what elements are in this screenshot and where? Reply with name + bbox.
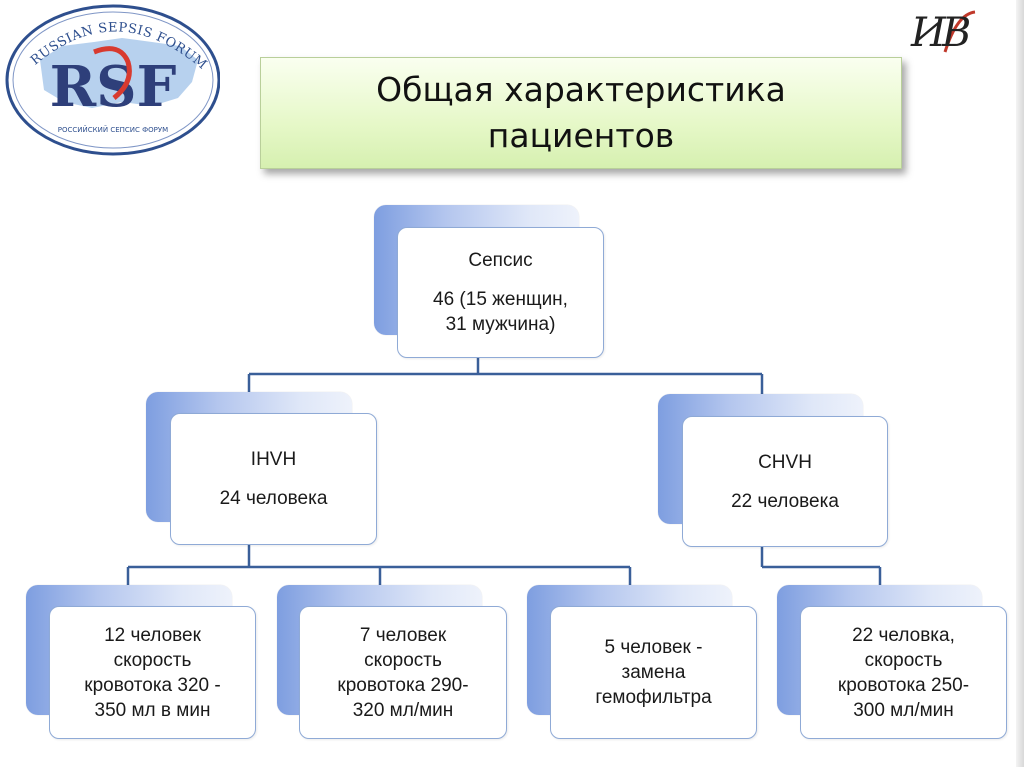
node-ihvh: IHVH 24 человека — [170, 413, 377, 545]
node-leaf2: 7 человек скорость кровотока 290- 320 мл… — [299, 606, 507, 739]
node-leaf1-line3: кровотока 320 - — [84, 674, 221, 696]
ib-logo-text: ИB — [911, 10, 971, 56]
node-leaf1-line2: скорость — [113, 649, 192, 671]
node-ihvh-title: IHVH — [250, 449, 297, 470]
title-banner: Общая характеристика пациентов — [260, 57, 902, 169]
node-chvh: CHVH 22 человека — [682, 416, 888, 547]
node-chvh-title: CHVH — [758, 451, 812, 473]
node-leaf1-line1: 12 человек — [104, 624, 201, 646]
node-ihvh-line1: 24 человека — [219, 488, 328, 509]
node-leaf3-line3: гемофильтра — [595, 687, 712, 708]
logo-bottom-text: РОССИЙСКИЙ СЕПСИС ФОРУМ — [58, 125, 168, 134]
node-leaf1-line4: 350 мл в мин — [94, 699, 211, 721]
node-leaf2-line4: 320 мл/мин — [352, 699, 454, 721]
logo-letters: RSF — [50, 54, 177, 120]
node-root-title: Сепсис — [468, 250, 533, 271]
node-leaf2-line1: 7 человек — [359, 624, 447, 646]
node-leaf3-line2: замена — [621, 662, 686, 683]
node-leaf4-line2: скорость — [864, 649, 943, 671]
node-leaf4: 22 человка, скорость кровотока 250- 300 … — [800, 606, 1007, 739]
node-leaf4-line1: 22 человка, — [852, 624, 955, 646]
node-root-line2: 31 мужчина) — [445, 314, 556, 335]
rsf-logo: RUSSIAN SEPSIS FORUM RSF РОССИЙСКИЙ СЕПС… — [5, 4, 220, 156]
node-chvh-line1: 22 человека — [731, 490, 839, 512]
node-leaf1: 12 человек скорость кровотока 320 - 350 … — [49, 606, 256, 739]
node-leaf3-line1: 5 человек - — [604, 637, 703, 658]
node-leaf4-line3: кровотока 250- — [837, 674, 970, 696]
node-leaf2-line3: кровотока 290- — [337, 674, 469, 696]
node-leaf3: 5 человек - замена гемофильтра — [550, 606, 757, 739]
node-leaf4-line4: 300 мл/мин — [853, 699, 954, 721]
ib-logo: ИB — [905, 6, 1009, 64]
node-root: Сепсис 46 (15 женщин, 31 мужчина) — [397, 227, 604, 358]
node-leaf2-line2: скорость — [364, 649, 442, 671]
ib-swash-icon — [943, 10, 976, 53]
page-edge — [1016, 0, 1024, 767]
page-title: Общая характеристика пациентов — [376, 70, 786, 155]
node-root-line1: 46 (15 женщин, — [433, 289, 568, 310]
